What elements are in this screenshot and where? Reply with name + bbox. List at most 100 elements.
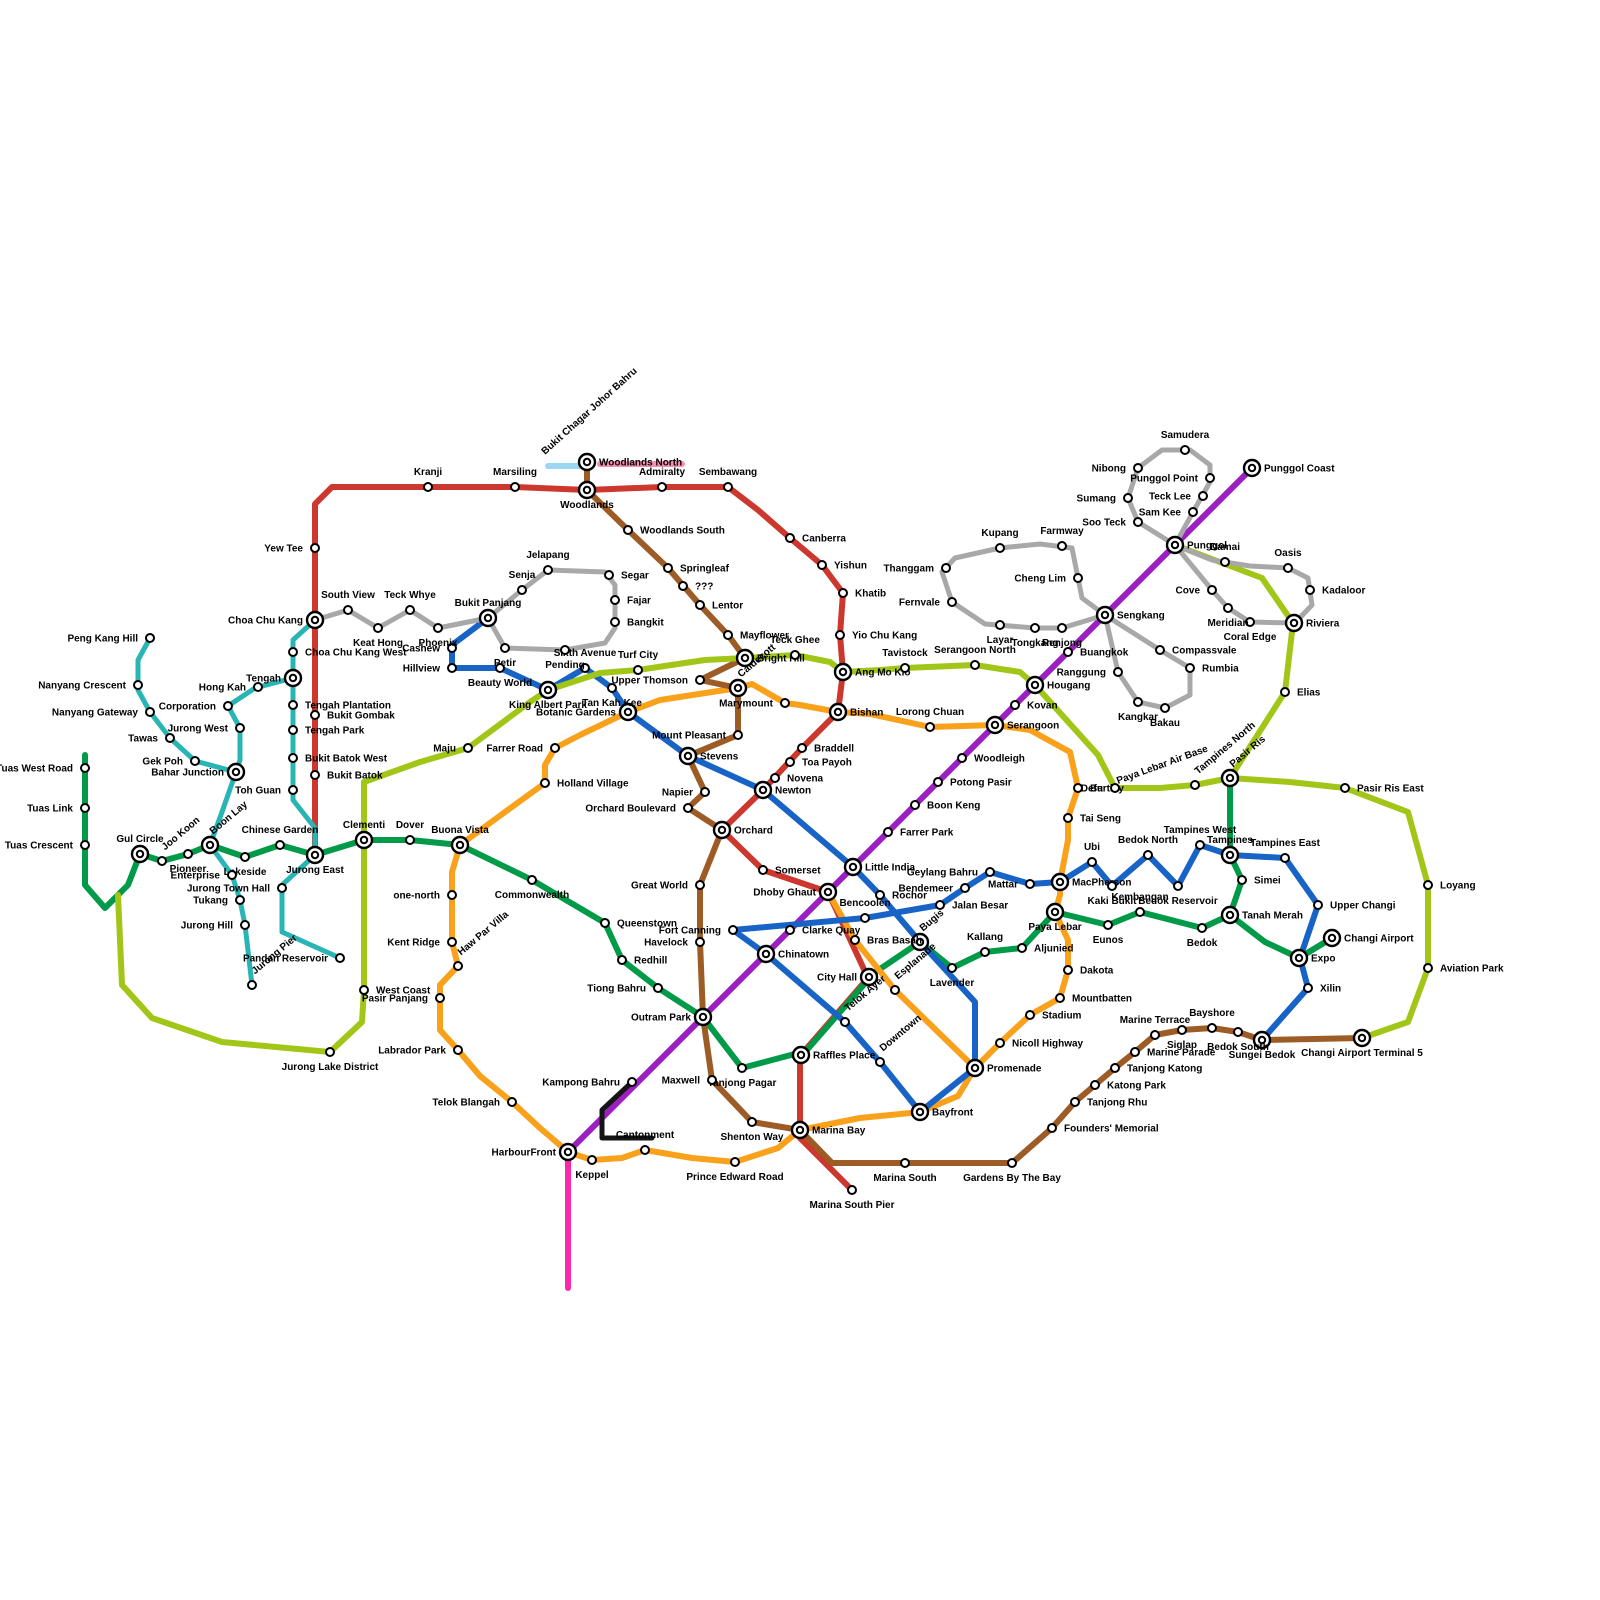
station-marine-parade: Marine Parade (1130, 1047, 1216, 1059)
station-hong-kah: Hong Kah (199, 682, 263, 694)
station-bayfront: Bayfront (910, 1102, 974, 1122)
station-icon (985, 867, 995, 877)
station-icon (288, 753, 298, 763)
interchange-icon-inner (135, 849, 145, 859)
station-icon (1073, 573, 1083, 583)
station-label-bartley: Bartley (1090, 784, 1124, 795)
station-icon (1055, 993, 1065, 1003)
station-icon (157, 856, 167, 866)
station-elias: Elias (1280, 687, 1321, 699)
station-label-loyang: Loyang (1440, 881, 1476, 892)
station-icon (463, 743, 473, 753)
station-label-petir: Petir (494, 658, 516, 669)
station-label-tuas-crescent: Tuas Crescent (5, 841, 74, 852)
station-icon (359, 985, 369, 995)
station-icon (288, 785, 298, 795)
station-segar: Segar (604, 570, 649, 582)
line-black-link (599, 1079, 655, 1141)
station-icon (695, 600, 705, 610)
station-serangoon-north: Serangoon North (934, 645, 1016, 670)
station-label-farrer-road: Farrer Road (486, 744, 543, 755)
station-redhill: Redhill (617, 955, 668, 967)
station-label-pioneer: Pioneer (170, 864, 207, 875)
station-label-station: ??? (695, 582, 713, 593)
station-label-boon-keng: Boon Keng (927, 801, 980, 812)
station-woodlands-north: Woodlands North (577, 452, 682, 472)
station-toa-payoh: Toa Payoh (785, 757, 852, 769)
station-icon (678, 581, 688, 591)
station-label-mayflower: Mayflower (740, 631, 789, 642)
station-label-buangkok: Buangkok (1080, 648, 1129, 659)
station-label-nanyang-gateway: Nanyang Gateway (52, 708, 139, 719)
interchange-icon-inner (582, 485, 592, 495)
station-kranji: Kranji (414, 467, 442, 492)
station-icon (970, 660, 980, 670)
station-icon (1423, 963, 1433, 973)
station-bakau: Bakau (1150, 703, 1180, 729)
station-label-stadium: Stadium (1042, 1011, 1082, 1022)
interchange-icon-inner (1289, 618, 1299, 628)
station-mattar: Mattar (988, 879, 1035, 891)
station-label-marine-terrace: Marine Terrace (1120, 1015, 1191, 1026)
station-label-pending: Pending (545, 660, 584, 671)
station-tampines-east: Tampines East (1250, 838, 1321, 863)
station-icon (1207, 1023, 1217, 1033)
station-label-maxwell: Maxwell (662, 1076, 701, 1087)
station-icon (1237, 875, 1247, 885)
station-kallang: Kallang (967, 932, 1003, 957)
station-prince-edward-road: Prince Edward Road (686, 1157, 784, 1183)
station-tuas-link: Tuas Link (27, 803, 90, 815)
station-icon (240, 852, 250, 862)
station-icon (1313, 900, 1323, 910)
station-icon (623, 525, 633, 535)
station-label-bahar-junction: Bahar Junction (151, 768, 224, 779)
station-chinese-garden: Chinese Garden (242, 825, 318, 850)
station-label-punggol: Punggol (1187, 541, 1227, 552)
station-kadaloor: Kadaloor (1305, 585, 1365, 597)
station-label-sengkang: Sengkang (1117, 611, 1165, 622)
station-harbourfront: HarbourFront (492, 1142, 578, 1162)
station-label-pandan-reservoir: Pandan Reservoir (243, 954, 328, 965)
station-hougang: Hougang (1025, 675, 1090, 695)
station-icon (1223, 603, 1233, 613)
station-braddell: Braddell (797, 743, 854, 755)
station-label-geylang-bahru: Geylang Bahru (907, 868, 978, 879)
station-tanjong-pagar: Tanjong Pagar (708, 1063, 776, 1089)
station-icon (453, 1045, 463, 1055)
station-cashew: Cashew (402, 643, 457, 655)
station-icon (1110, 783, 1120, 793)
station-kaki-bukit: Kaki Bukit (1088, 881, 1137, 907)
station-icon (850, 935, 860, 945)
interchange-icon-inner (1225, 850, 1235, 860)
station-labrador-park: Labrador Park (378, 1045, 463, 1057)
station-keat-hong: Keat Hong (353, 623, 403, 649)
interchange-icon-inner (970, 1063, 980, 1073)
station-bukit-panjang: Bukit Panjang (455, 598, 521, 628)
station-expo: Expo (1289, 948, 1335, 968)
station-dakota: Dakota (1063, 965, 1114, 977)
interchange-icon-inner (864, 972, 874, 982)
station-label-stevens: Stevens (700, 752, 739, 763)
station-one-north: one-north (393, 890, 457, 902)
station-icon (405, 835, 415, 845)
station-icon (335, 953, 345, 963)
station-nibong: Nibong (1092, 463, 1143, 475)
station-icon (1233, 1027, 1243, 1037)
interchange-icon-inner (1225, 910, 1235, 920)
interchange-icon-inner (231, 767, 241, 777)
station-lorong-chuan: Lorong Chuan (896, 707, 964, 732)
station-yew-tee: Yew Tee (264, 543, 320, 555)
station-label-eunos: Eunos (1093, 935, 1124, 946)
station-icon (1063, 965, 1073, 975)
station-icon (1423, 880, 1433, 890)
station-jelapang: Jelapang (526, 550, 570, 575)
station-label-marine-parade: Marine Parade (1147, 1048, 1216, 1059)
station-admiralty: Admiralty (639, 467, 685, 492)
station-label-aljunied: Aljunied (1034, 944, 1073, 955)
station-icon (947, 963, 957, 973)
station-label-gul-circle: Gul Circle (116, 834, 164, 845)
station-pandan-reservoir: Pandan Reservoir (243, 953, 345, 965)
station-label-thanggam: Thanggam (883, 564, 934, 575)
station-label-dakota: Dakota (1080, 966, 1114, 977)
